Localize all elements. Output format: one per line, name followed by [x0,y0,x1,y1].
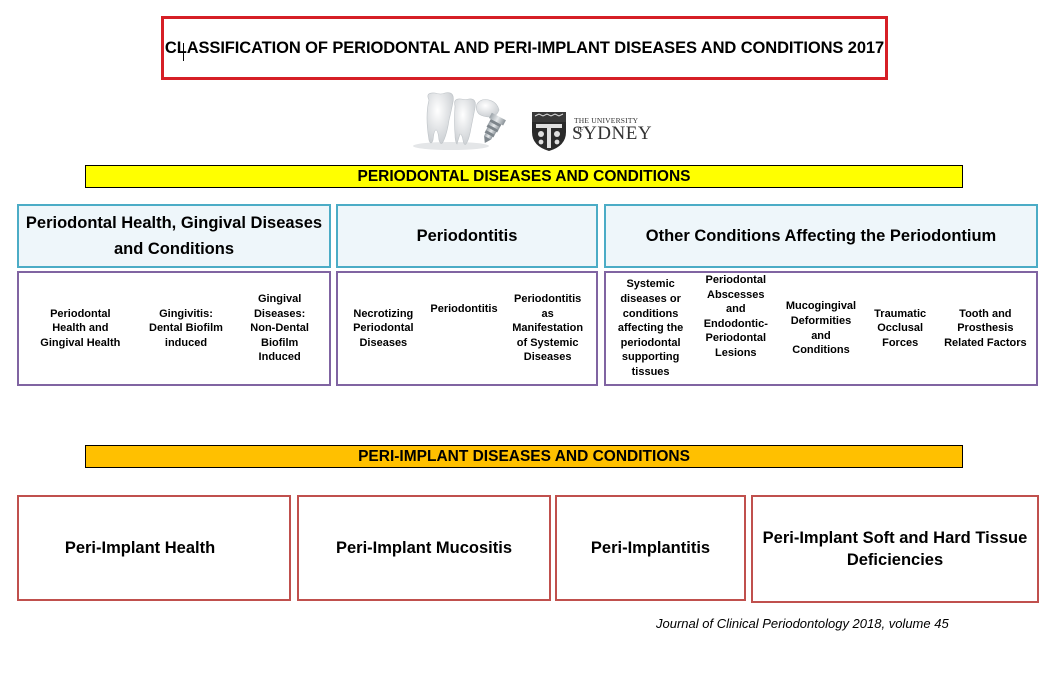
subtype-systemic-manifestation: Periodontitis as Manifestation of System… [512,293,584,364]
periodontal-banner-label: PERIODONTAL DISEASES AND CONDITIONS [357,167,691,185]
peri-implant-mucositis-label: Peri-Implant Mucositis [335,539,513,557]
category-periodontitis: Periodontitis [336,204,598,268]
sydney-label: SYDNEY [572,123,653,144]
subtype-systemic-diseases: Systemic diseases or conditions affectin… [617,278,684,378]
peri-implant-deficiencies-box: Peri-Implant Soft and Hard Tissue Defici… [751,495,1039,603]
subtype-periodontal-abscesses: Periodontal Abscesses and Endodontic-Per… [703,274,768,359]
subtype-traumatic-occlusal: Traumatic Occlusal Forces [874,307,927,349]
peri-implantitis-box: Peri-Implantitis [555,495,746,601]
peri-implant-deficiencies-label: Peri-Implant Soft and Hard Tissue Defici… [762,529,1028,569]
category-periodontal-health: Periodontal Health, Gingival Diseases an… [17,204,331,268]
category-title: Other Conditions Affecting the Periodont… [645,227,997,245]
peri-implant-banner-label: PERI-IMPLANT DISEASES AND CONDITIONS [358,447,690,465]
subtype-mucogingival: Mucogingival Deformities and Conditions [785,300,857,357]
category-title: Periodontal Health, Gingival Diseases an… [25,214,323,258]
university-of-sydney-logo: THE UNIVERSITY OF SYDNEY [530,110,652,152]
university-label: THE UNIVERSITY OF [574,116,638,134]
category-title: Periodontitis [416,227,518,245]
crest-icon [532,112,566,151]
citation: Journal of Clinical Periodontology 2018,… [656,616,949,631]
periodontitis-subtypes: Necrotizing Periodontal Diseases Periodo… [336,271,598,386]
subtype-gingival-diseases: Gingival Diseases: Non-Dental Biofilm In… [250,293,309,364]
subtype-periodontal-health: Periodontal Health and Gingival Health [40,307,121,349]
subtype-necrotizing: Necrotizing Periodontal Diseases [353,307,414,349]
peri-implant-diseases-banner: PERI-IMPLANT DISEASES AND CONDITIONS [85,445,963,468]
periodontal-health-subtypes: Periodontal Health and Gingival Health G… [17,271,331,386]
text-cursor [183,43,184,61]
subtype-periodontitis: Periodontitis [430,303,498,315]
tooth-implant-logo [411,90,523,152]
other-conditions-subtypes: Systemic diseases or conditions affectin… [604,271,1038,386]
subtype-gingivitis: Gingivitis: Dental Biofilm induced [149,307,223,349]
peri-implantitis-label: Peri-Implantitis [590,539,711,557]
periodontal-diseases-banner: PERIODONTAL DISEASES AND CONDITIONS [85,165,963,188]
category-other-conditions: Other Conditions Affecting the Periodont… [604,204,1038,268]
page-title: CLASSIFICATION OF PERIODONTAL AND PERI-I… [164,38,885,57]
title-box: CLASSIFICATION OF PERIODONTAL AND PERI-I… [161,16,888,80]
peri-implant-health-box: Peri-Implant Health [17,495,291,601]
subtype-tooth-prosthesis: Tooth and Prosthesis Related Factors [944,307,1027,349]
peri-implant-health-label: Peri-Implant Health [64,539,216,557]
peri-implant-mucositis-box: Peri-Implant Mucositis [297,495,551,601]
